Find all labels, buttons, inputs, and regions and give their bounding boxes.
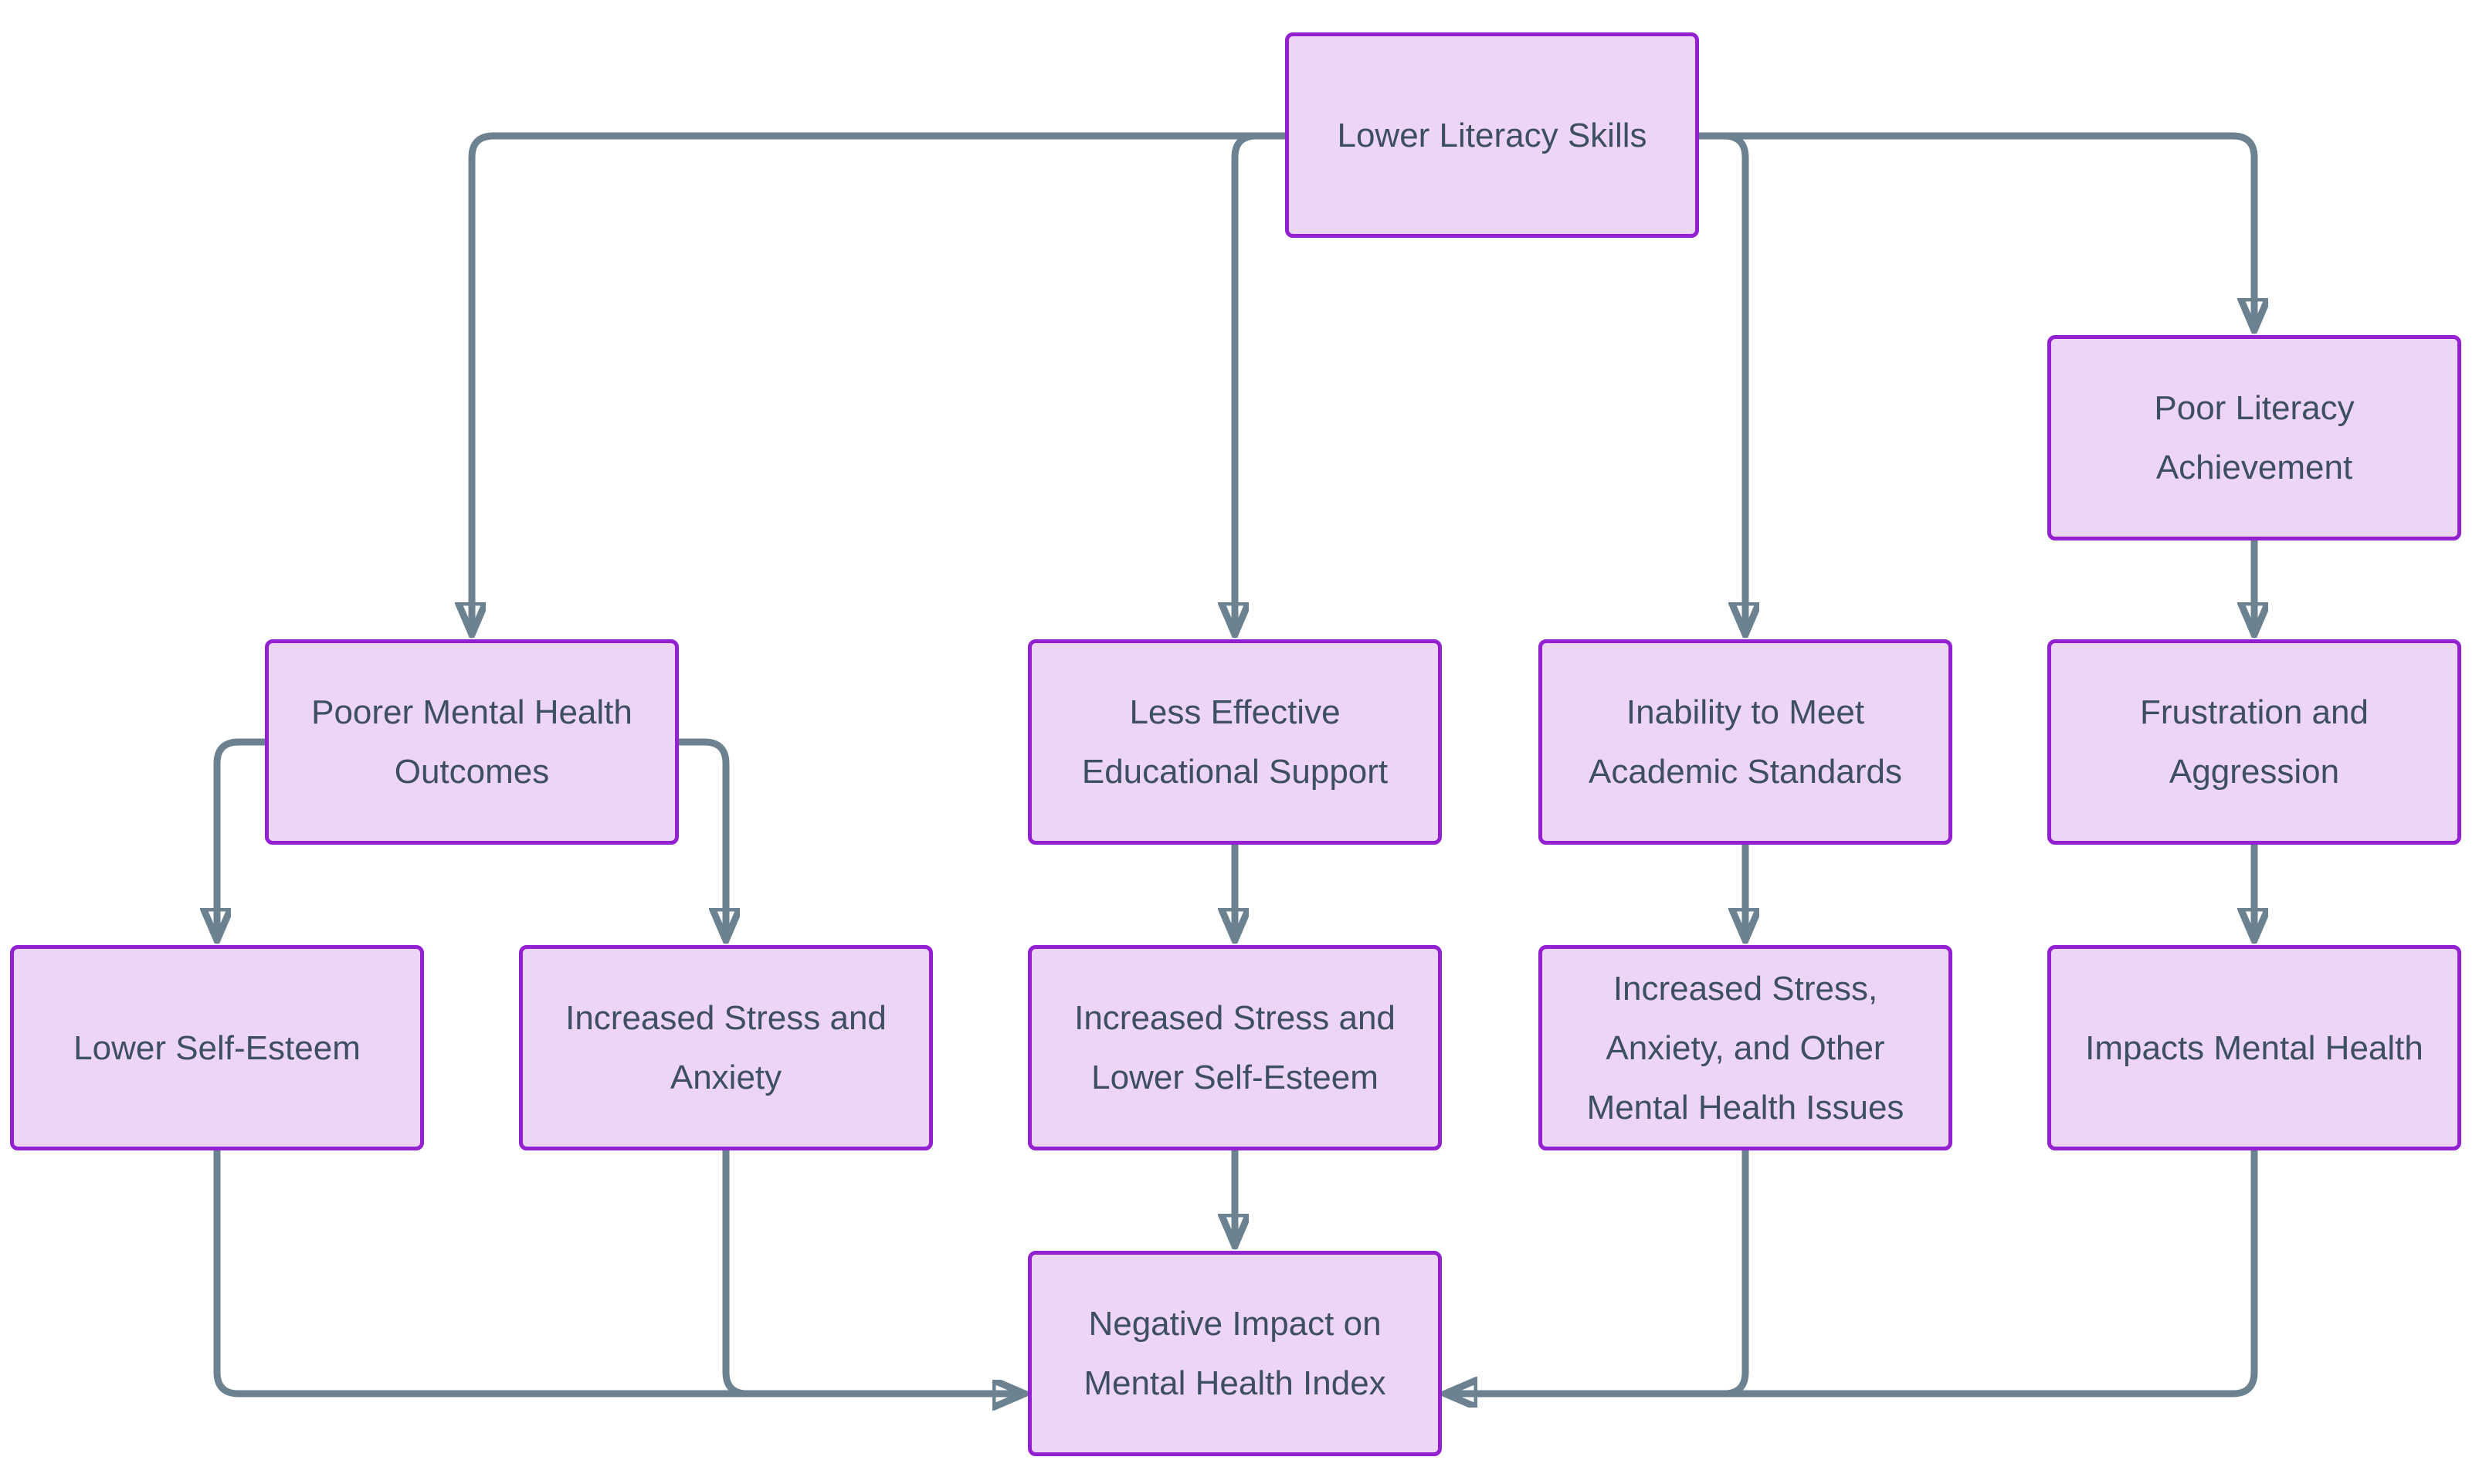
edge-poorer-mental-health-outcomes-to-increased-stress-and-anxiety [675,738,726,944]
edge-lower-literacy-skills-to-inability-to-meet-academic-standards [1695,132,1745,639]
node-frustration-and-aggression: Frustration and Aggression [2047,639,2461,845]
node-poor-literacy-achievement: Poor Literacy Achievement [2047,335,2461,540]
node-increased-stress-and-anxiety: Increased Stress and Anxiety [519,945,933,1150]
node-increased-stress-anxiety-and-other-mental-health-issues: Increased Stress, Anxiety, and Other Men… [1538,945,1952,1150]
edge-impacts-mental-health-to-negative-impact-on-mental-health-index [1502,1147,2258,1398]
edge-increased-stress-anxiety-and-other-mental-health-issues-to-negative-impact-on-mental-health-index [1441,1147,1749,1394]
edge-lower-literacy-skills-to-poor-literacy-achievement [1695,132,2254,334]
edge-poorer-mental-health-outcomes-to-lower-self-esteem [217,738,269,944]
edge-increased-stress-and-anxiety-to-negative-impact-on-mental-health-index [722,1147,992,1398]
edge-lower-literacy-skills-to-poorer-mental-health-outcomes [472,132,1289,639]
node-impacts-mental-health: Impacts Mental Health [2047,945,2461,1150]
node-poorer-mental-health-outcomes: Poorer Mental Health Outcomes [265,639,679,845]
edge-lower-literacy-skills-to-less-effective-educational-support [1235,132,1289,639]
node-inability-to-meet-academic-standards: Inability to Meet Academic Standards [1538,639,1952,845]
edge-lower-self-esteem-to-negative-impact-on-mental-health-index [213,1147,1029,1394]
node-negative-impact-on-mental-health-index: Negative Impact on Mental Health Index [1028,1251,1442,1456]
node-less-effective-educational-support: Less Effective Educational Support [1028,639,1442,845]
node-lower-literacy-skills: Lower Literacy Skills [1285,32,1699,238]
node-lower-self-esteem: Lower Self-Esteem [10,945,424,1150]
node-increased-stress-and-lower-self-esteem: Increased Stress and Lower Self-Esteem [1028,945,1442,1150]
